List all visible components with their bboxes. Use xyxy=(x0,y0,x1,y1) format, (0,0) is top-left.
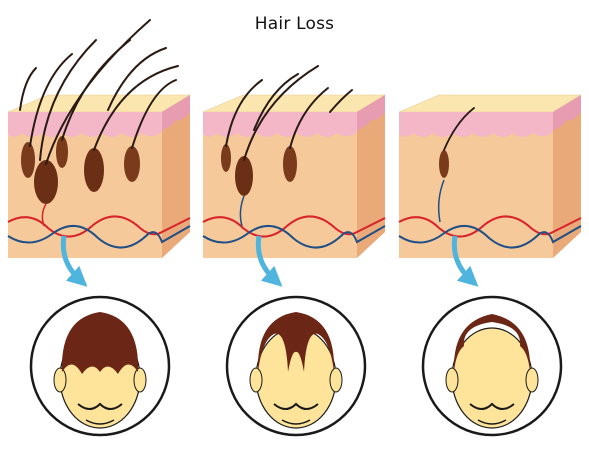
hairs-stage-1 xyxy=(19,19,179,165)
head-stage-2 xyxy=(225,295,367,437)
follicles-stage-3 xyxy=(439,150,449,178)
skin-block-stage-1 xyxy=(7,19,191,258)
skin-block-stage-3 xyxy=(398,94,582,258)
hairs-stage-3 xyxy=(443,107,475,151)
hairs-stage-2 xyxy=(225,65,353,161)
arrow-stage-1 xyxy=(60,235,88,287)
diagram-title: Hair Loss xyxy=(254,14,335,34)
follicles-stage-2 xyxy=(221,144,297,196)
skin-block-stage-2 xyxy=(202,65,386,258)
arrow-stage-2 xyxy=(255,235,283,287)
arrow-stage-3 xyxy=(451,235,479,287)
follicles-stage-1 xyxy=(21,136,140,204)
head-stage-3 xyxy=(421,295,563,437)
head-stage-1 xyxy=(29,295,171,437)
